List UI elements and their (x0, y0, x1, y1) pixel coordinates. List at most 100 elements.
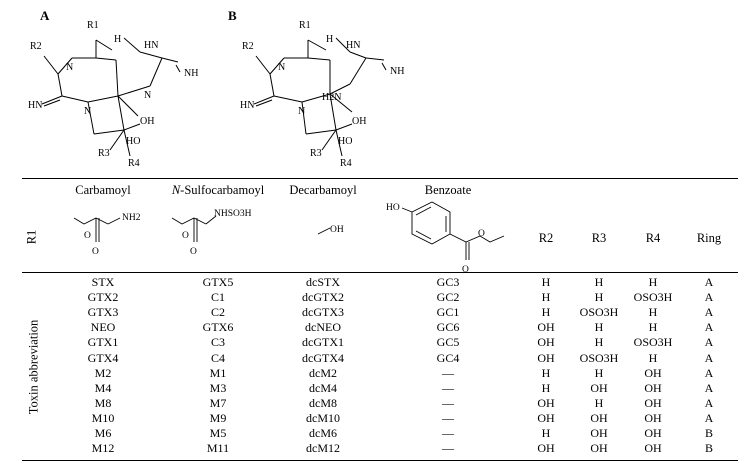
table-header-rule (22, 272, 738, 273)
oh-a: OH (140, 116, 154, 127)
cell-decarbamoyl: dcM6 (309, 426, 337, 440)
r1-group-structures: NH2 O O NHSO3H O O OH HO O O (73, 201, 505, 275)
benzoate-group-drawing (401, 201, 505, 260)
cell-ring: A (704, 395, 714, 410)
cell-r4: OH (644, 426, 662, 440)
cell-r4: OH (644, 380, 662, 395)
cell-r4: OH (644, 410, 662, 425)
r3-a: R3 (98, 148, 110, 159)
cell-r2: H (541, 426, 551, 440)
cell-sulfocarbamoyl: C4 (210, 350, 226, 365)
carbamoyl-o-label: O (84, 231, 91, 241)
cell-ring: A (704, 335, 714, 350)
n-a3: N (84, 106, 91, 117)
cell-benzoate: GC6 (436, 320, 460, 335)
cell-carbamoyl: GTX4 (87, 350, 119, 365)
cell-r2: OH (537, 350, 555, 365)
header-n-sulfocarbamoyl: N-Sulfocarbamoyl (172, 183, 264, 198)
cell-r3: OSO3H (579, 350, 619, 365)
cell-carbamoyl: M6 (94, 426, 112, 440)
cell-sulfocarbamoyl: C2 (210, 305, 226, 320)
oh-b: OH (352, 116, 366, 127)
header-ring: Ring (696, 231, 722, 245)
cell-r4: OH (644, 365, 662, 380)
structure-b-labels: R1 R2 N H HN NH H2N HN N OH HO R3 R4 (240, 20, 404, 169)
benzoate-o-label: O (478, 229, 485, 239)
cell-r2: OH (537, 441, 555, 456)
cell-sulfocarbamoyl: C1 (210, 290, 226, 305)
cell-r3: OH (590, 380, 608, 395)
cell-r2: H (541, 365, 551, 380)
hn-b2: HN (240, 100, 254, 111)
cell-ring: A (704, 365, 714, 380)
cell-decarbamoyl: dcSTX (306, 275, 340, 289)
cell-carbamoyl: M8 (94, 395, 112, 410)
carbamoyl-group-drawing (73, 217, 121, 242)
cell-sulfocarbamoyl: GTX6 (202, 320, 234, 335)
structure-a-drawing (41, 37, 181, 157)
cell-benzoate: — (442, 426, 454, 440)
cell-benzoate: GC3 (436, 275, 460, 289)
n-a: N (66, 62, 73, 73)
benzoate-o2-label: O (462, 265, 469, 275)
n-b: N (278, 62, 285, 73)
cell-r2: H (541, 290, 551, 305)
r4-a: R4 (128, 158, 140, 169)
cell-ring: B (704, 441, 714, 456)
cell-r4: H (648, 275, 658, 289)
cell-sulfocarbamoyl: M5 (209, 426, 227, 440)
cell-benzoate: GC2 (436, 290, 460, 305)
h-a: H (114, 34, 121, 45)
panel-a-label: A (40, 8, 50, 23)
cell-carbamoyl: M12 (91, 441, 115, 456)
header-decarbamoyl: Decarbamoyl (289, 183, 357, 197)
cell-ring: A (704, 290, 714, 305)
cell-r2: H (541, 275, 551, 289)
cell-sulfocarbamoyl: C3 (210, 335, 226, 350)
nh-b: NH (390, 66, 404, 77)
cell-r4: OSO3H (633, 335, 673, 350)
r3-b: R3 (310, 148, 322, 159)
h2n-b: H2N (322, 92, 341, 103)
hn-a: HN (144, 40, 158, 51)
cell-sulfocarbamoyl: GTX5 (202, 275, 234, 289)
carbamoyl-nh2-label: NH2 (122, 213, 141, 223)
cell-r2: OH (537, 410, 555, 425)
cell-r3: H (594, 335, 604, 350)
header-r4: R4 (645, 231, 661, 245)
cell-carbamoyl: STX (91, 275, 115, 289)
cell-r2: H (541, 380, 551, 395)
cell-decarbamoyl: dcM4 (309, 380, 337, 395)
cell-sulfocarbamoyl: M1 (209, 365, 227, 380)
sulfocarbamoyl-label: NHSO3H (214, 209, 252, 219)
cell-r4: OH (644, 441, 662, 456)
r4-b: R4 (340, 158, 352, 169)
nh-a: NH (184, 68, 198, 79)
cell-r3: H (594, 365, 604, 380)
cell-r3: H (594, 320, 604, 335)
cell-sulfocarbamoyl: M7 (209, 395, 227, 410)
cell-decarbamoyl: dcM12 (306, 441, 340, 456)
cell-r3: H (594, 395, 604, 410)
cell-carbamoyl: M4 (94, 380, 112, 395)
r2-a: R2 (30, 41, 42, 52)
structure-b-drawing (253, 37, 387, 157)
header-carbamoyl: Carbamoyl (75, 183, 131, 197)
r1-b: R1 (299, 20, 311, 31)
cell-carbamoyl: GTX2 (87, 290, 119, 305)
cell-decarbamoyl: dcNEO (305, 320, 341, 335)
cell-benzoate: GC1 (436, 305, 460, 320)
header-n-sulfocarbamoyl-rest: -Sulfocarbamoyl (180, 183, 265, 197)
cell-carbamoyl: M2 (94, 365, 112, 380)
cell-decarbamoyl: dcGTX1 (302, 335, 344, 350)
cell-r3: H (594, 290, 604, 305)
cell-decarbamoyl: dcGTX3 (302, 305, 344, 320)
table-bottom-rule (22, 460, 738, 461)
cell-r2: OH (537, 395, 555, 410)
table-top-rule (22, 178, 738, 179)
header-r2: R2 (538, 231, 554, 245)
r1-a: R1 (87, 20, 99, 31)
cell-r2: H (541, 305, 551, 320)
h-b: H (326, 34, 333, 45)
cell-decarbamoyl: dcGTX4 (302, 350, 344, 365)
